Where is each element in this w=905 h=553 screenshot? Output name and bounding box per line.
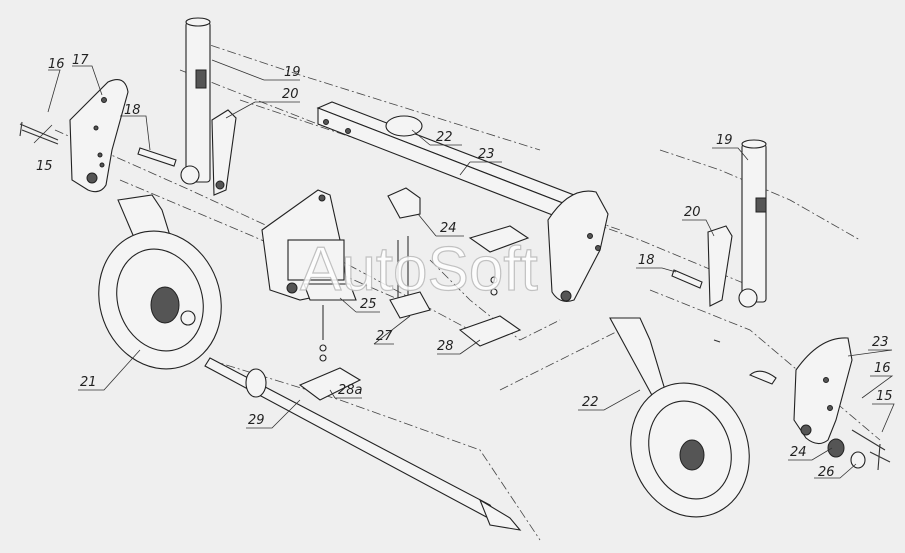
right-beam-bracket	[547, 190, 609, 302]
callout-24-right: 24	[790, 445, 807, 460]
callout-16-right: 16	[874, 361, 891, 376]
plate-27	[389, 291, 431, 319]
callout-22-top: 22	[436, 130, 453, 145]
callout-labels: 15 16 17 18 19 20 22 23 24 25 27 28 28а …	[36, 53, 893, 480]
right-clamp	[707, 225, 733, 307]
callout-16-left: 16	[48, 57, 65, 72]
watermark-text: AutoSoft	[300, 235, 538, 304]
callout-26: 26	[818, 465, 835, 480]
left-wheel-assembly	[98, 194, 222, 370]
right-small-parts	[713, 339, 891, 471]
callout-23-right: 23	[872, 335, 889, 350]
right-wheel-assembly	[609, 317, 750, 518]
center-mount-bracket	[261, 189, 357, 301]
axle-shaft	[204, 357, 522, 531]
left-clamp	[211, 109, 237, 196]
left-post	[180, 17, 211, 185]
plate-28	[458, 315, 522, 347]
callout-15-left: 15	[36, 159, 53, 174]
callout-23-beam: 23	[478, 147, 495, 162]
pin-18-left	[137, 147, 177, 167]
callout-28: 28	[437, 339, 454, 354]
callout-15-right: 15	[876, 389, 893, 404]
right-post	[738, 139, 767, 308]
hitch-plate	[468, 225, 530, 253]
pad-22	[385, 115, 423, 137]
callout-20-right: 20	[684, 205, 701, 220]
callout-19-left: 19	[284, 65, 301, 80]
callout-18-left: 18	[124, 103, 141, 118]
callout-17: 17	[72, 53, 89, 68]
pad-24	[387, 187, 421, 219]
fasteners-center	[319, 236, 498, 362]
callout-22-right: 22	[582, 395, 599, 410]
callout-21: 21	[80, 375, 97, 390]
pin-left	[19, 121, 59, 145]
callout-leaders	[33, 59, 895, 479]
callout-28a: 28а	[338, 383, 363, 398]
left-bracket-plate	[69, 79, 129, 193]
callout-27: 27	[376, 329, 393, 344]
callout-25: 25	[360, 297, 377, 312]
callout-19-right: 19	[716, 133, 733, 148]
right-outer-plate	[793, 337, 853, 445]
plate-28a	[298, 367, 362, 401]
pin-18-right	[671, 269, 703, 289]
callout-29: 29	[248, 413, 265, 428]
callout-20-left: 20	[282, 87, 299, 102]
callout-24-center: 24	[440, 221, 457, 236]
callout-18-right: 18	[638, 253, 655, 268]
